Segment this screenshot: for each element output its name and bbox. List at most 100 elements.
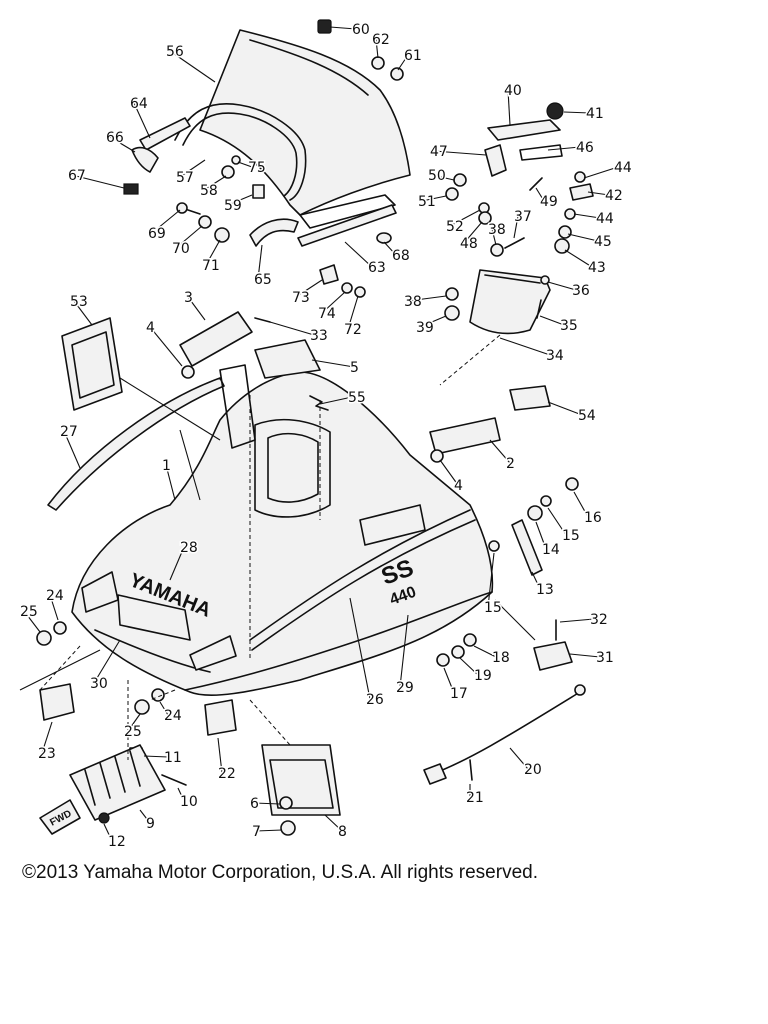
grommet-59	[252, 184, 265, 199]
callout-75: 75	[248, 160, 266, 176]
callout-leader-1	[165, 464, 176, 501]
link-13	[511, 519, 543, 576]
nut-50	[453, 173, 467, 187]
windshield-frame	[174, 103, 307, 201]
bracket-47	[484, 144, 507, 177]
callout-leader-33	[269, 321, 315, 336]
bracket-46	[519, 144, 563, 161]
callout-72: 72	[344, 322, 362, 338]
strip-63	[297, 204, 397, 247]
callout-48: 48	[460, 236, 478, 252]
callout-leader-37	[513, 215, 519, 239]
callout-32: 32	[590, 612, 608, 628]
pad-5	[254, 339, 321, 379]
callout-leader-71	[205, 239, 221, 266]
callout-61: 61	[404, 48, 422, 64]
callout-leader-52	[449, 209, 481, 227]
callout-74: 74	[318, 306, 336, 322]
callout-50: 50	[428, 168, 446, 184]
callout-leader-72	[347, 295, 359, 330]
bracket-40	[487, 119, 561, 141]
callout-21: 21	[466, 790, 484, 806]
callout-65: 65	[254, 272, 272, 288]
copyright-notice: ©2013 Yamaha Motor Corporation, U.S.A. A…	[22, 862, 538, 883]
callout-leader-63	[344, 241, 373, 268]
callout-6: 6	[250, 796, 259, 812]
callout-leader-54	[547, 401, 583, 416]
callout-5: 5	[350, 360, 359, 376]
callout-leader-19	[459, 657, 479, 676]
cable-20	[429, 691, 581, 776]
callout-3: 3	[184, 290, 193, 306]
callout-12: 12	[108, 834, 126, 850]
callout-20: 20	[524, 762, 542, 778]
nut-51	[445, 187, 459, 201]
grommet-58	[221, 165, 235, 179]
nut-12	[98, 812, 110, 824]
callout-23: 23	[38, 746, 56, 762]
callout-47: 47	[430, 144, 448, 160]
fwd-arrow	[39, 799, 81, 835]
callout-leader-25b	[127, 713, 141, 732]
callout-leader-7	[255, 829, 283, 832]
callout-leader-40	[507, 89, 511, 126]
callout-leader-29	[399, 614, 409, 688]
bolt-16	[565, 477, 579, 491]
molding-64	[139, 117, 191, 151]
screw-35	[536, 299, 542, 319]
decal-54	[509, 385, 551, 411]
callout-56: 56	[166, 44, 184, 60]
callout-51: 51	[418, 194, 436, 210]
decal-55	[309, 395, 329, 411]
bracket-22	[204, 699, 237, 736]
callout-leader-24b	[159, 701, 169, 716]
nut-45	[558, 225, 572, 239]
callout-16: 16	[584, 510, 602, 526]
nut-25b	[134, 699, 150, 715]
callout-4b: 4	[454, 478, 463, 494]
washer-74	[341, 282, 353, 294]
callout-1: 1	[162, 458, 171, 474]
nut-71	[214, 227, 230, 243]
callout-60: 60	[352, 22, 370, 38]
callout-18: 18	[492, 650, 510, 666]
callout-38a: 38	[488, 222, 506, 238]
callout-leader-58	[203, 175, 227, 191]
callout-leader-34	[499, 337, 551, 356]
callout-leader-3	[187, 296, 206, 321]
callout-leader-69	[151, 209, 181, 234]
callout-11: 11	[164, 750, 182, 766]
callout-leader-49	[535, 187, 545, 202]
callout-36: 36	[572, 283, 590, 299]
callout-22: 22	[218, 766, 236, 782]
washer-62	[371, 56, 385, 70]
callout-24b: 24	[164, 708, 182, 724]
callout-44b: 44	[596, 211, 614, 227]
nut-25a	[36, 630, 52, 646]
callout-44a: 44	[614, 160, 632, 176]
callout-67: 67	[68, 168, 86, 184]
washer-38b	[445, 287, 459, 301]
callout-leader-41	[563, 111, 591, 114]
callout-leader-46	[547, 146, 581, 151]
callout-33: 33	[310, 328, 328, 344]
callout-57: 57	[176, 170, 194, 186]
callout-leader-68	[383, 241, 397, 256]
parts-diagram: YAMAHA SS 440 FWD	[19, 19, 633, 852]
callout-leader-16	[573, 491, 589, 518]
windshield	[199, 29, 411, 229]
callout-leader-61	[397, 54, 409, 71]
washer-19	[451, 645, 465, 659]
callout-25a: 25	[20, 604, 38, 620]
callout-leader-44a	[583, 166, 619, 179]
callout-10: 10	[180, 794, 198, 810]
callout-45: 45	[594, 234, 612, 250]
grommet-73	[319, 264, 339, 285]
rail-65	[249, 218, 299, 247]
callout-70: 70	[172, 241, 190, 257]
callout-58: 58	[200, 183, 218, 199]
callout-leader-74	[321, 291, 346, 314]
callout-leader-59	[227, 194, 253, 206]
callout-43: 43	[588, 260, 606, 276]
callout-14: 14	[542, 542, 560, 558]
